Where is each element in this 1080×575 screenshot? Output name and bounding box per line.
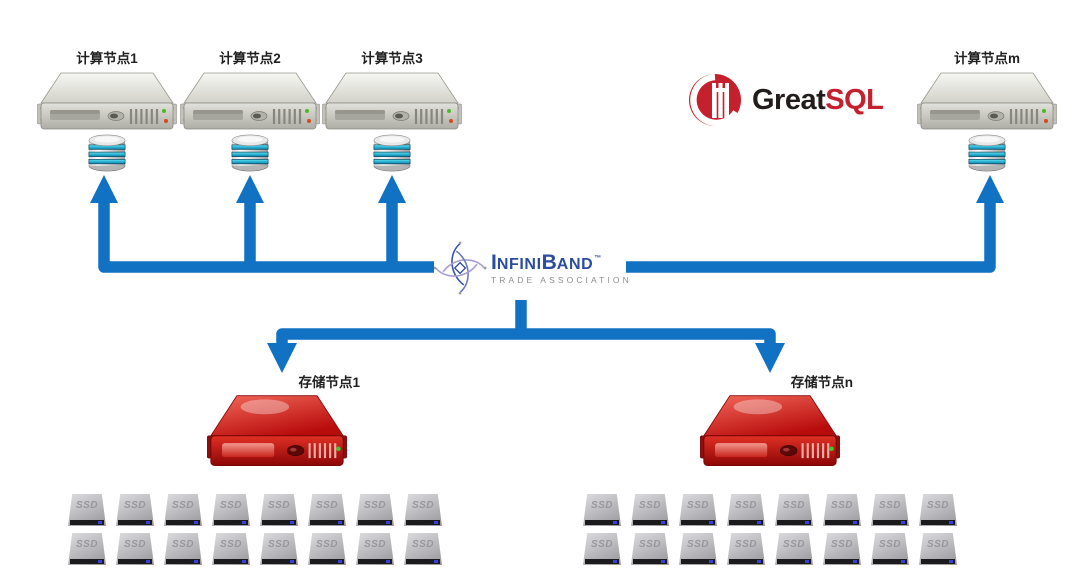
compute-node-3: 计算节点3 <box>322 50 462 172</box>
storage-node-n: 存储节点n <box>685 374 855 473</box>
server-icon <box>322 70 462 132</box>
greatsql-wordmark-great: Great <box>752 83 826 116</box>
infiniband-icon <box>434 240 488 296</box>
server-icon <box>180 70 320 132</box>
compute-node-m-label: 计算节点m <box>953 51 1020 66</box>
ssd-disk-icon: SSD <box>823 494 861 526</box>
greatsql-icon <box>689 73 741 127</box>
ssd-disk-icon: SSD <box>871 533 909 565</box>
ssd-disk-icon: SSD <box>404 533 442 565</box>
ssd-disk-icon: SSD <box>775 533 813 565</box>
server-icon <box>917 70 1057 132</box>
compute-node-2: 计算节点2 <box>180 50 320 172</box>
greatsql-wordmark: GreatSQL <box>752 83 884 116</box>
ssd-disk-icon: SSD <box>164 494 202 526</box>
compute-node-2-label: 计算节点2 <box>219 51 281 66</box>
ssd-disk-icon: SSD <box>260 494 298 526</box>
ssd-disk-icon: SSD <box>356 494 394 526</box>
ssd-disk-icon: SSD <box>308 533 346 565</box>
ssd-disk-icon: SSD <box>116 494 154 526</box>
ssd-disk-icon: SSD <box>308 494 346 526</box>
ssd-disk-icon: SSD <box>583 533 621 565</box>
database-icon <box>230 134 270 172</box>
ssd-disk-icon: SSD <box>679 494 717 526</box>
ssd-disk-icon: SSD <box>68 533 106 565</box>
compute-node-1: 计算节点1 <box>37 50 177 172</box>
ssd-disk-array-n: SSD SSD SSD SSD SSD SSD SSD SSD SSD SSD SSD SSD SSD S… <box>583 494 957 565</box>
ssd-disk-icon: SSD <box>775 494 813 526</box>
database-icon <box>87 134 127 172</box>
ssd-disk-icon: SSD <box>871 494 909 526</box>
ssd-disk-icon: SSD <box>727 494 765 526</box>
storage-node-n-label: 存储节点n <box>790 375 853 390</box>
ssd-disk-icon: SSD <box>68 494 106 526</box>
ssd-disk-icon: SSD <box>919 533 957 565</box>
ssd-disk-icon: SSD <box>212 494 250 526</box>
ssd-disk-icon: SSD <box>404 494 442 526</box>
storage-server-icon <box>700 391 840 473</box>
ssd-disk-icon: SSD <box>631 494 669 526</box>
ssd-disk-icon: SSD <box>260 533 298 565</box>
ssd-disk-array-1: SSD SSD SSD SSD SSD SSD SSD SSD SSD SSD SSD SSD SSD S… <box>68 494 442 565</box>
storage-server-icon <box>207 391 347 473</box>
ssd-disk-icon: SSD <box>679 533 717 565</box>
compute-node-1-label: 计算节点1 <box>76 51 138 66</box>
storage-node-1-label: 存储节点1 <box>298 375 360 390</box>
ssd-disk-icon: SSD <box>356 533 394 565</box>
greatsql-logo: GreatSQL <box>688 72 884 128</box>
ssd-disk-icon: SSD <box>583 494 621 526</box>
ssd-disk-icon: SSD <box>727 533 765 565</box>
database-icon <box>967 134 1007 172</box>
server-icon <box>37 70 177 132</box>
ssd-disk-icon: SSD <box>631 533 669 565</box>
ssd-disk-icon: SSD <box>823 533 861 565</box>
compute-node-m: 计算节点m <box>917 50 1057 172</box>
ssd-disk-icon: SSD <box>212 533 250 565</box>
ssd-disk-icon: SSD <box>919 494 957 526</box>
ssd-disk-icon: SSD <box>116 533 154 565</box>
infiniband-subtitle: TRADE ASSOCIATION <box>491 274 632 285</box>
ssd-disk-icon: SSD <box>164 533 202 565</box>
storage-node-1: 存储节点1 <box>192 374 362 473</box>
compute-node-3-label: 计算节点3 <box>361 51 423 66</box>
database-icon <box>372 134 412 172</box>
trademark-symbol: ™ <box>594 254 602 262</box>
greatsql-wordmark-sql: SQL <box>825 83 884 116</box>
